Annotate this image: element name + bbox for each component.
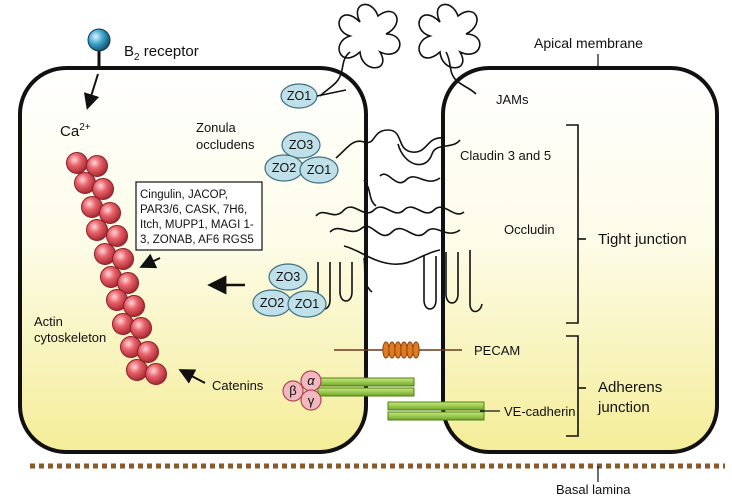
actin-bead: [123, 295, 145, 317]
box-to-actin-arrow: [139, 253, 161, 269]
adherens-label-2: junction: [597, 399, 650, 416]
zo1-apical: ZO1: [280, 83, 318, 109]
calcium-label: Ca2+: [60, 122, 91, 140]
protein-box-line-1: Cingulin, JACOP,: [140, 189, 228, 201]
claudin-strands: [335, 129, 461, 207]
zo3-lower-label: ZO3: [276, 270, 300, 284]
b2-receptor: [87, 28, 111, 70]
protein-box-line-3: Itch, MUPP1, MAGI 1-: [140, 219, 254, 231]
gamma-catenin: [300, 389, 322, 411]
actin-label-2: cytoskeleton: [34, 330, 106, 345]
actin-bead: [66, 152, 88, 174]
zo-complex-lower: ZO3 ZO2 ZO1: [252, 263, 327, 318]
catenins-label: Catenins: [212, 378, 264, 393]
actin-bead: [112, 248, 134, 270]
actin-bead: [92, 178, 114, 200]
adherens-label-1: Adherens: [598, 379, 662, 396]
b2-receptor-label: B2 receptor: [124, 43, 199, 63]
apical-membrane-label: Apical membrane: [534, 35, 643, 51]
actin-bead: [99, 202, 121, 224]
catenin-complex: α β γ: [282, 370, 322, 411]
actin-filament: [66, 152, 167, 385]
beta-catenin: [282, 380, 304, 402]
claudin-label: Claudin 3 and 5: [460, 148, 551, 163]
actin-bead: [145, 363, 167, 385]
actin-label-1: Actin: [34, 314, 63, 329]
ve-cadherin-bars: [317, 377, 485, 421]
zo1-apical-label: ZO1: [287, 89, 311, 103]
right-cell: [441, 66, 719, 454]
receptor-arrow: [83, 73, 100, 110]
actin-bead: [117, 272, 139, 294]
tight-junction-label: Tight junction: [598, 231, 687, 248]
zo-complex-upper: ZO3 ZO2 ZO1: [264, 131, 339, 184]
protein-box-line-2: PAR3/6, CASK, 7H6,: [140, 204, 247, 216]
tight-junction-bracket: [566, 124, 579, 324]
zonula-label-2: occludens: [196, 137, 255, 152]
basal-lamina-label: Basal lamina: [556, 482, 631, 497]
occludin-label: Occludin: [504, 222, 555, 237]
associated-proteins-box: [135, 181, 263, 251]
gamma-label: γ: [308, 393, 315, 408]
actin-bead: [86, 219, 108, 241]
actin-bead: [126, 359, 148, 381]
pecam-molecule: [334, 341, 462, 359]
alpha-label: α: [307, 373, 315, 388]
catenin-arrow: [178, 369, 206, 384]
zo3-upper-label: ZO3: [289, 138, 313, 152]
zo2-lower-label: ZO2: [260, 296, 284, 310]
beta-label: β: [289, 383, 296, 398]
actin-bead: [86, 155, 108, 177]
actin-bead: [106, 225, 128, 247]
actin-bead: [137, 341, 159, 363]
zo1-apical-link: [316, 89, 347, 97]
zo1-lower-label: ZO1: [295, 297, 319, 311]
adherens-bracket: [566, 335, 579, 437]
actin-bead: [112, 313, 134, 335]
zonula-label-1: Zonula: [196, 120, 237, 135]
ve-cadherin-label: VE-cadherin: [504, 404, 576, 419]
jams-molecules: [319, 3, 481, 97]
zo2-upper-label: ZO2: [272, 161, 296, 175]
jams-label: JAMs: [496, 92, 529, 107]
protein-box-line-4: 3, ZONAB, AF6 RGS5: [140, 234, 254, 246]
pecam-label: PECAM: [474, 343, 520, 358]
actin-bead: [130, 317, 152, 339]
zo1-upper-label: ZO1: [307, 163, 331, 177]
